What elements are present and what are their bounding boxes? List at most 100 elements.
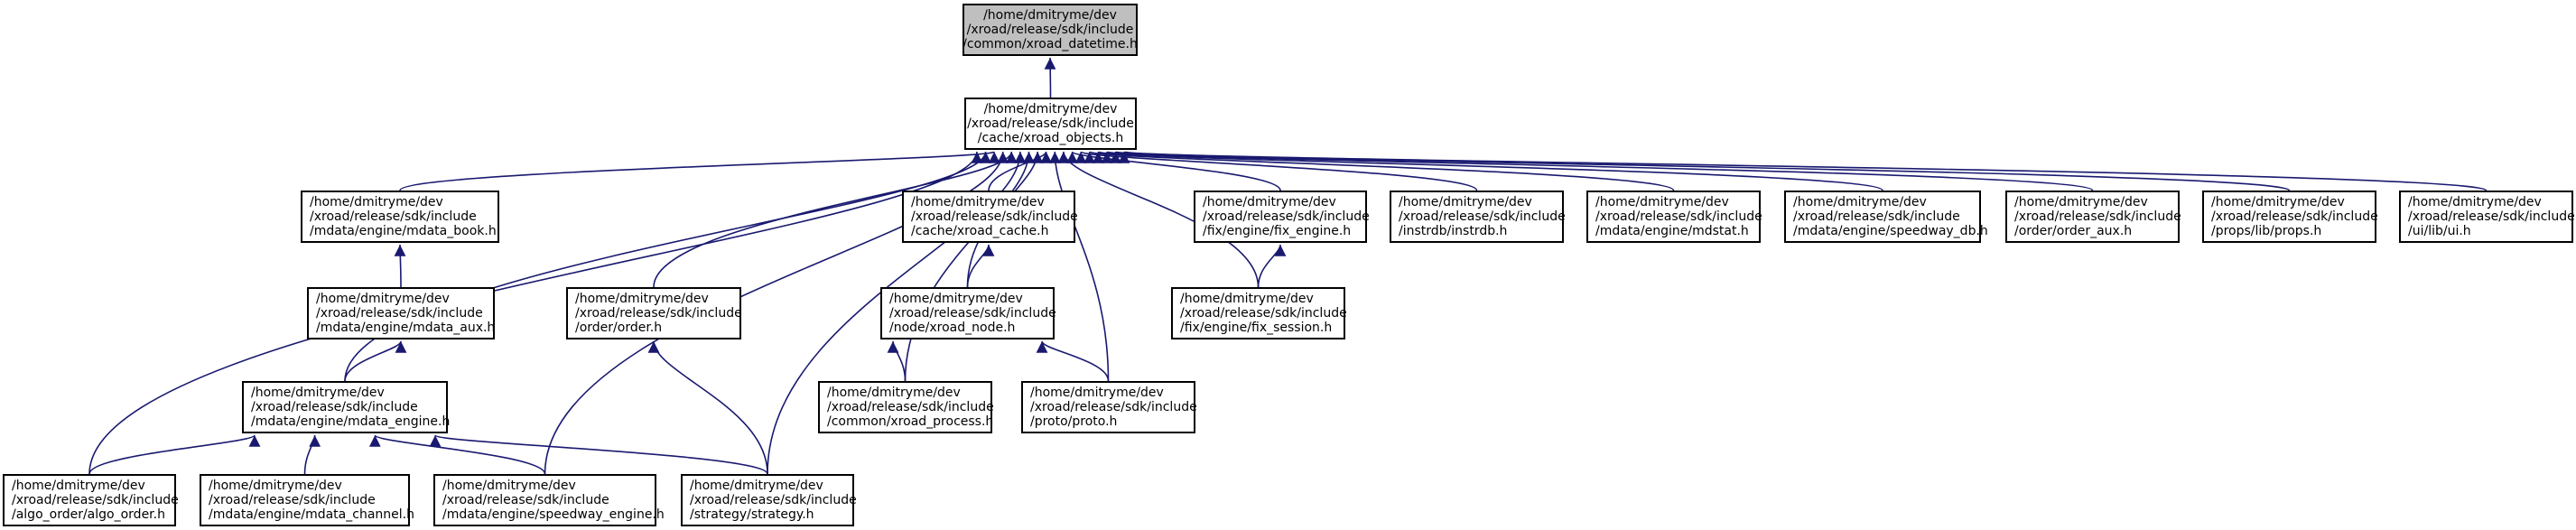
edge-algo_order-to-objects — [88, 151, 983, 475]
node-line: /mdata/engine/mdata_aux.h — [316, 321, 496, 335]
node-line: /home/dmitryme/dev — [2014, 195, 2148, 209]
edge-xroad_process-to-xroad_node — [887, 340, 907, 382]
edge-mdata_engine-to-mdata_aux — [344, 340, 407, 382]
edge-mdata_aux-to-mdata_book — [394, 244, 406, 288]
node-line: /home/dmitryme/dev — [983, 8, 1117, 23]
node-line: /mdata/engine/speedway_db.h — [1793, 224, 1988, 238]
node-strategy-h[interactable]: /home/dmitryme/dev /xroad/release/sdk/in… — [681, 474, 857, 526]
node-line: /xroad/release/sdk/include — [1203, 209, 1370, 224]
edge-proto-to-xroad_node — [1036, 340, 1110, 382]
node-line: /xroad/release/sdk/include — [966, 23, 1134, 37]
edge-algo_order-to-mdata_engine — [88, 434, 261, 475]
edge-speedway_engine-to-objects — [544, 151, 1009, 475]
node-line: /xroad/release/sdk/include — [889, 306, 1056, 321]
node-line: /xroad/release/sdk/include — [310, 209, 477, 224]
node-line: /home/dmitryme/dev — [310, 195, 443, 209]
node-speedway-engine-h[interactable]: /home/dmitryme/dev /xroad/release/sdk/in… — [433, 474, 665, 526]
node-line: /mdata/engine/mdata_engine.h — [251, 414, 451, 429]
node-line: /xroad/release/sdk/include — [1399, 209, 1566, 224]
node-line: /xroad/release/sdk/include — [827, 400, 994, 414]
node-line: /xroad/release/sdk/include — [2014, 209, 2181, 224]
node-line: /xroad/release/sdk/include — [911, 209, 1078, 224]
node-fix-session-h[interactable]: /home/dmitryme/dev /xroad/release/sdk/in… — [1171, 287, 1347, 339]
node-line: /order/order_aux.h — [2014, 224, 2133, 238]
node-mdata-book-h[interactable]: /home/dmitryme/dev /xroad/release/sdk/in… — [301, 191, 499, 243]
node-line: /xroad/release/sdk/include — [209, 493, 376, 507]
node-line: /strategy/strategy.h — [690, 507, 814, 522]
node-speedway-db-h[interactable]: /home/dmitryme/dev /xroad/release/sdk/in… — [1784, 191, 1988, 243]
node-line: /home/dmitryme/dev — [1399, 195, 1532, 209]
node-line: /xroad/release/sdk/include — [1180, 306, 1347, 321]
edge-fix_session-to-objects — [1057, 151, 1260, 288]
node-line: /instrdb/instrdb.h — [1399, 224, 1508, 238]
node-line: /xroad/release/sdk/include — [12, 493, 179, 507]
edge-strategy-to-objects — [767, 151, 1027, 475]
edge-fix_session-to-fix_engine — [1257, 244, 1287, 288]
node-line: /proto/proto.h — [1030, 414, 1118, 429]
node-line: /xroad/release/sdk/include — [1030, 400, 1197, 414]
node-line: /ui/lib/ui.h — [2408, 224, 2471, 238]
node-line: /home/dmitryme/dev — [1793, 195, 1927, 209]
node-proto-h[interactable]: /home/dmitryme/dev /xroad/release/sdk/in… — [1021, 381, 1197, 433]
edge-speedway_engine-to-mdata_engine — [369, 434, 546, 475]
node-line: /props/lib/props.h — [2211, 224, 2322, 238]
node-mdstat-h[interactable]: /home/dmitryme/dev /xroad/release/sdk/in… — [1586, 191, 1762, 243]
node-line: /xroad/release/sdk/include — [2408, 209, 2575, 224]
node-ui-h[interactable]: /home/dmitryme/dev /xroad/release/sdk/in… — [2399, 191, 2575, 243]
node-line: /home/dmitryme/dev — [2211, 195, 2345, 209]
node-line: /common/xroad_process.h — [827, 414, 994, 429]
node-xroad-cache-h[interactable]: /home/dmitryme/dev /xroad/release/sdk/in… — [902, 191, 1078, 243]
node-line: /cache/xroad_cache.h — [911, 224, 1049, 238]
node-line: /node/xroad_node.h — [889, 321, 1016, 335]
node-xroad-process-h[interactable]: /home/dmitryme/dev /xroad/release/sdk/in… — [818, 381, 994, 433]
node-line: /xroad/release/sdk/include — [575, 306, 742, 321]
node-line: /home/dmitryme/dev — [1180, 292, 1314, 306]
node-line: /fix/engine/fix_session.h — [1180, 321, 1333, 335]
node-order-h[interactable]: /home/dmitryme/dev /xroad/release/sdk/in… — [566, 287, 742, 339]
node-line: /xroad/release/sdk/include — [967, 116, 1134, 131]
node-props-h[interactable]: /home/dmitryme/dev /xroad/release/sdk/in… — [2202, 191, 2378, 243]
node-line: /home/dmitryme/dev — [316, 292, 450, 306]
node-line: /home/dmitryme/dev — [251, 386, 385, 400]
node-xroad-datetime-h[interactable]: /home/dmitryme/dev /xroad/release/sdk/in… — [963, 4, 1138, 56]
node-mdata-channel-h[interactable]: /home/dmitryme/dev /xroad/release/sdk/in… — [200, 474, 414, 526]
node-line: /common/xroad_datetime.h — [963, 37, 1138, 51]
edge-xroad_node-to-xroad_cache — [966, 244, 995, 288]
node-order-aux-h[interactable]: /home/dmitryme/dev /xroad/release/sdk/in… — [2005, 191, 2181, 243]
edge-mdata_channel-to-mdata_engine — [303, 434, 321, 475]
node-line: /xroad/release/sdk/include — [1595, 209, 1762, 224]
node-line: /fix/engine/fix_engine.h — [1203, 224, 1352, 238]
node-line: /home/dmitryme/dev — [983, 102, 1118, 116]
node-algo-order-h[interactable]: /home/dmitryme/dev /xroad/release/sdk/in… — [3, 474, 179, 526]
node-xroad-objects-h[interactable]: /home/dmitryme/dev /xroad/release/sdk/in… — [964, 98, 1137, 150]
edge-mdata_book-to-objects — [399, 151, 1000, 191]
node-line: /mdata/engine/speedway_engine.h — [442, 507, 665, 522]
edge-order_aux-to-objects — [1102, 151, 2094, 191]
node-line: /xroad/release/sdk/include — [251, 400, 418, 414]
node-mdata-engine-h[interactable]: /home/dmitryme/dev /xroad/release/sdk/in… — [242, 381, 451, 433]
node-mdata-aux-h[interactable]: /home/dmitryme/dev /xroad/release/sdk/in… — [307, 287, 495, 339]
edge-objects-to-datetime — [1044, 57, 1056, 98]
node-line: /home/dmitryme/dev — [690, 479, 823, 493]
node-line: /xroad/release/sdk/include — [316, 306, 483, 321]
node-xroad-node-h[interactable]: /home/dmitryme/dev /xroad/release/sdk/in… — [880, 287, 1056, 339]
edge-strategy-to-order — [647, 340, 768, 475]
edge-proto-to-objects — [1048, 151, 1110, 382]
node-instrdb-h[interactable]: /home/dmitryme/dev /xroad/release/sdk/in… — [1390, 191, 1566, 243]
node-line: /home/dmitryme/dev — [575, 292, 709, 306]
node-line: /home/dmitryme/dev — [12, 479, 145, 493]
node-line: /cache/xroad_objects.h — [977, 131, 1124, 145]
edge-strategy-to-mdata_engine — [430, 434, 768, 475]
node-line: /home/dmitryme/dev — [827, 386, 961, 400]
node-line: /home/dmitryme/dev — [889, 292, 1023, 306]
node-fix-engine-h[interactable]: /home/dmitryme/dev /xroad/release/sdk/in… — [1194, 191, 1370, 243]
node-line: /mdata/engine/mdata_book.h — [310, 224, 497, 238]
node-line: /home/dmitryme/dev — [911, 195, 1045, 209]
node-line: /home/dmitryme/dev — [209, 479, 342, 493]
edge-xroad_cache-to-objects — [988, 151, 1053, 191]
edge-order-to-objects — [653, 151, 1018, 288]
node-line: /xroad/release/sdk/include — [2211, 209, 2378, 224]
node-line: /xroad/release/sdk/include — [690, 493, 857, 507]
edge-ui-to-objects — [1120, 151, 2488, 191]
